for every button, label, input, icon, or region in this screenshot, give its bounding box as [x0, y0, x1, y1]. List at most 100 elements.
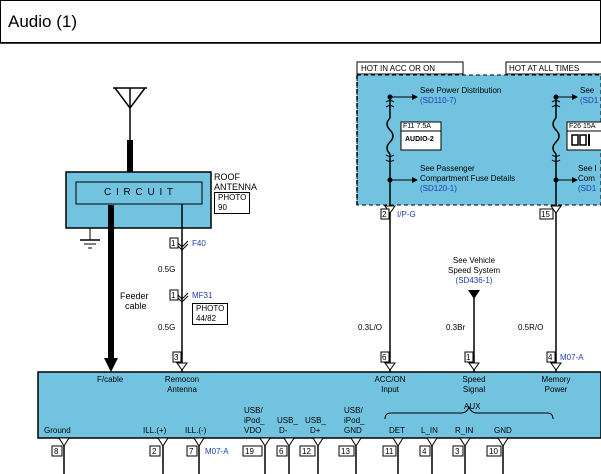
wire-acc: 0.3L/O — [358, 323, 383, 332]
pin-19: 19 — [245, 447, 254, 456]
book-icon — [571, 134, 587, 146]
remocon-label-2: Antenna — [167, 385, 197, 394]
m07a-connector-top[interactable]: M07-A — [560, 353, 584, 362]
circuit-box — [75, 181, 203, 205]
see-power-dist-right: See — [580, 86, 595, 95]
aux-label: AUX — [464, 402, 481, 411]
wire-0-5g-1: 0.5G — [158, 265, 176, 274]
fuse-left-name: AUDIO-2 — [405, 136, 434, 143]
pin-4: 4 — [422, 447, 427, 456]
pin-2-top: 2 — [382, 210, 387, 219]
pin-15-top: 15 — [541, 210, 550, 219]
memory-label-2: Power — [544, 385, 568, 394]
hot-all-label: HOT AT ALL TIMES — [509, 64, 580, 73]
roof-antenna-label-2: ANTENNA — [214, 182, 258, 192]
usb-gnd-label-3: GND — [344, 426, 362, 435]
wire-speed: 0.3Br — [446, 323, 466, 332]
photo-44-number: 44/82 — [196, 314, 217, 323]
ipg-connector[interactable]: I/P-G — [397, 210, 416, 219]
photo-90-number: 90 — [218, 203, 227, 212]
hot-all-box — [505, 61, 601, 75]
usb-vdo-label-1: USB/ — [244, 406, 263, 415]
pin-6-top: 6 — [382, 353, 387, 362]
feeder-cable-label-2: cable — [125, 301, 147, 311]
see-right-1: See I — [578, 164, 597, 173]
usb-dm-label-1: USB_ — [277, 416, 298, 425]
see-passenger-ref[interactable]: (SD120-1) — [420, 184, 457, 193]
pin-3: 3 — [455, 447, 460, 456]
usb-dm-label-2: D- — [279, 426, 288, 435]
aux-brace — [384, 405, 554, 420]
remocon-label-1: Remocon — [164, 375, 200, 384]
pin-12: 12 — [302, 447, 311, 456]
usb-vdo-label-3: VDO — [244, 426, 262, 435]
ill-plus-label: ILL.(+) — [143, 426, 167, 435]
mf31-connector[interactable]: MF31 — [192, 291, 213, 300]
pin-11: 11 — [385, 447, 394, 456]
see-vehicle-2: Speed System — [447, 266, 501, 275]
photo-90-label: PHOTO — [218, 193, 247, 202]
fuse-left-rating: F11 7.5A — [403, 123, 431, 130]
memory-label-1: Memory — [541, 375, 571, 384]
speed-label-2: Signal — [462, 385, 486, 394]
pin-3-top: 3 — [174, 353, 179, 362]
see-vehicle-1: See Vehicle — [452, 256, 496, 265]
audio-unit — [37, 371, 601, 439]
page-title: Audio (1) — [8, 12, 77, 31]
roof-antenna-label-1: ROOF — [214, 172, 240, 182]
see-right-ref[interactable]: (SD1 — [578, 184, 597, 193]
header-frame — [0, 0, 601, 43]
usb-gnd-label-2: iPod_ — [344, 416, 365, 425]
pin-6: 6 — [279, 447, 284, 456]
mf31-pin: 1 — [171, 291, 176, 300]
accon-label-1: ACC/ON — [374, 375, 406, 384]
see-power-dist: See Power Distribution — [420, 86, 502, 95]
accon-label-2: Input — [381, 385, 399, 394]
speed-label-1: Speed — [462, 375, 486, 384]
ground-label: Ground — [44, 426, 71, 435]
see-power-dist-right-ref[interactable]: (SD1 — [580, 96, 599, 105]
pin-4-top: 4 — [548, 353, 553, 362]
photo-44-box: PHOTO 44/82 — [192, 303, 229, 325]
photo-44-label: PHOTO — [196, 304, 225, 313]
m07a-connector-bottom[interactable]: M07-A — [205, 447, 229, 456]
wire-0-5g-2: 0.5G — [158, 323, 176, 332]
feeder-cable-label-1: Feeder — [120, 291, 149, 301]
pin-1-top: 1 — [466, 353, 471, 362]
header: Audio (1) — [0, 0, 601, 44]
photo-90-box: PHOTO 90 — [214, 192, 251, 214]
usb-dp-label-2: D+ — [310, 426, 321, 435]
pin-7: 7 — [189, 447, 194, 456]
antenna-icon — [113, 87, 147, 172]
det-label: DET — [389, 426, 405, 435]
pin-8: 8 — [54, 447, 59, 456]
usb-gnd-label-1: USB/ — [344, 406, 363, 415]
fuse-symbol-left — [386, 117, 394, 155]
circuit-label: C I R C U I T — [103, 187, 175, 198]
see-right-2: Com — [578, 174, 595, 183]
f40-pin: 1 — [171, 239, 176, 248]
see-vehicle-ref[interactable]: (SD436-1) — [455, 276, 493, 285]
pin-10: 10 — [489, 447, 498, 456]
speed-connector-arrow — [468, 290, 480, 299]
pin-13: 13 — [341, 447, 350, 456]
pin-2: 2 — [152, 447, 157, 456]
fcable-label: F/cable — [97, 375, 124, 384]
feeder-cable — [108, 205, 114, 365]
ill-minus-label: ILL.(-) — [185, 426, 207, 435]
r-in-label: R_IN — [455, 426, 474, 435]
gnd-label: GND — [494, 426, 512, 435]
wire-memory: 0.5R/O — [518, 323, 544, 332]
see-passenger-1: See Passenger — [420, 164, 475, 173]
hot-acc-label: HOT IN ACC OR ON — [361, 64, 436, 73]
hot-acc-box — [356, 61, 464, 75]
see-power-dist-ref[interactable]: (SD110-7) — [420, 96, 457, 105]
fuse-right-rating: F26 15A — [569, 123, 596, 130]
fuse-symbol-right — [552, 117, 560, 155]
l-in-label: L_IN — [421, 426, 438, 435]
f40-connector[interactable]: F40 — [192, 239, 206, 248]
usb-vdo-label-2: iPod_ — [244, 416, 265, 425]
see-passenger-2: Compartment Fuse Details — [420, 174, 516, 183]
usb-dp-label-1: USB_ — [305, 416, 326, 425]
